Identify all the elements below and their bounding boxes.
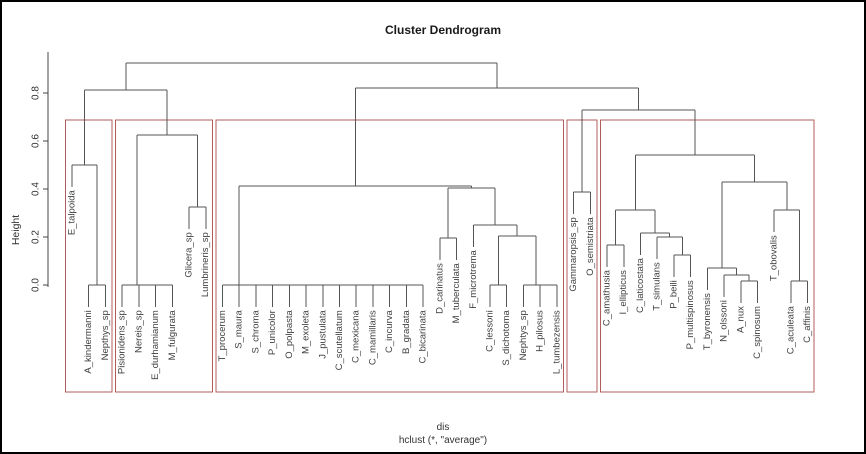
leaf-label: N_olssoni xyxy=(719,300,730,342)
leaf-label: A_kindermanni xyxy=(83,310,94,373)
leaf-label: C_laticostata xyxy=(635,257,646,313)
leaf-label: C_bicarinata xyxy=(418,309,429,363)
tick-label: 0.8 xyxy=(31,86,42,100)
leaf-label: Nepthys_sp xyxy=(100,310,111,360)
leaf-label: S_dichotoma xyxy=(501,309,512,365)
leaf-label: P_beili xyxy=(668,280,679,309)
leaf-label: H_pilosus xyxy=(535,310,546,352)
tick-label: 0.2 xyxy=(31,230,42,244)
leaf-label: Nephtys_sp xyxy=(518,310,529,360)
cluster-box xyxy=(600,119,815,393)
cluster-box xyxy=(115,119,213,393)
leaf-label: T_obovalis xyxy=(769,235,780,281)
leaf-label: M_exoleta xyxy=(301,309,312,354)
leaf-label: T_byronensis xyxy=(702,293,713,350)
leaf-label: C_aculeata xyxy=(785,305,796,354)
chart-title: Cluster Dendrogram xyxy=(384,23,502,37)
dendrogram-links xyxy=(71,62,809,308)
leaf-label: J_pustulata xyxy=(317,309,328,358)
leaf-label: M_fulgurata xyxy=(167,309,178,360)
x-axis-caption-line1: dis xyxy=(436,422,450,433)
leaf-label: C_scutellatum xyxy=(334,310,345,370)
leaf-label: D_carinatus xyxy=(434,263,445,314)
leaf-label: C_lessoni xyxy=(485,310,496,352)
leaf-label: S_chroma xyxy=(250,309,261,353)
tick-label: 0.0 xyxy=(31,278,42,292)
leaf-label: S_maura xyxy=(234,309,245,348)
leaf-label: T_procerum xyxy=(217,310,228,361)
cluster-box xyxy=(65,119,113,393)
leaf-label: F_microtrema xyxy=(468,249,479,308)
tick-label: 0.4 xyxy=(31,182,42,196)
leaf-label: Lumbrineris_sp xyxy=(200,232,211,297)
leaf-label: B_gradata xyxy=(401,309,412,354)
leaf-label: I_ellipticus xyxy=(618,270,629,315)
leaf-label: M_tuberculata xyxy=(451,262,462,323)
leaf-label: Nereis_sp xyxy=(133,310,144,353)
leaf-label: P_unicolor xyxy=(267,310,278,355)
leaf-label: A_nux xyxy=(735,306,746,333)
leaf-label: C_amathusia xyxy=(602,269,613,326)
cluster-box xyxy=(215,119,564,393)
leaf-label: C_mexicana xyxy=(351,309,362,363)
leaf-label: L_tumbezensis xyxy=(551,310,562,374)
leaf-label: C_incurva xyxy=(384,309,395,352)
leaf-label: Glicera_sp xyxy=(184,232,195,277)
leaf-label: P_multispinosus xyxy=(685,280,696,349)
leaf-label: C_affinis xyxy=(802,306,813,343)
leaf-label: Gammaropsis_sp xyxy=(568,217,579,291)
x-axis-caption-line2: hclust (*, "average") xyxy=(398,435,488,446)
leaf-label: E_talpoida xyxy=(67,189,78,235)
y-axis: 0.0 0.2 0.4 0.6 0.8 xyxy=(31,52,49,292)
leaf-label: C_mamillaris xyxy=(367,310,378,365)
leaf-label: E_durhamianum xyxy=(150,310,161,380)
leaf-label: O_semistriata xyxy=(585,216,596,275)
leaf-label: Pisionidens_sp xyxy=(117,310,128,374)
tick-label: 0.6 xyxy=(31,134,42,148)
leaf-label: T_simulans xyxy=(652,262,663,311)
leaf-label: C_spinosum xyxy=(752,306,763,359)
leaf-label: O_polpasta xyxy=(284,309,295,358)
